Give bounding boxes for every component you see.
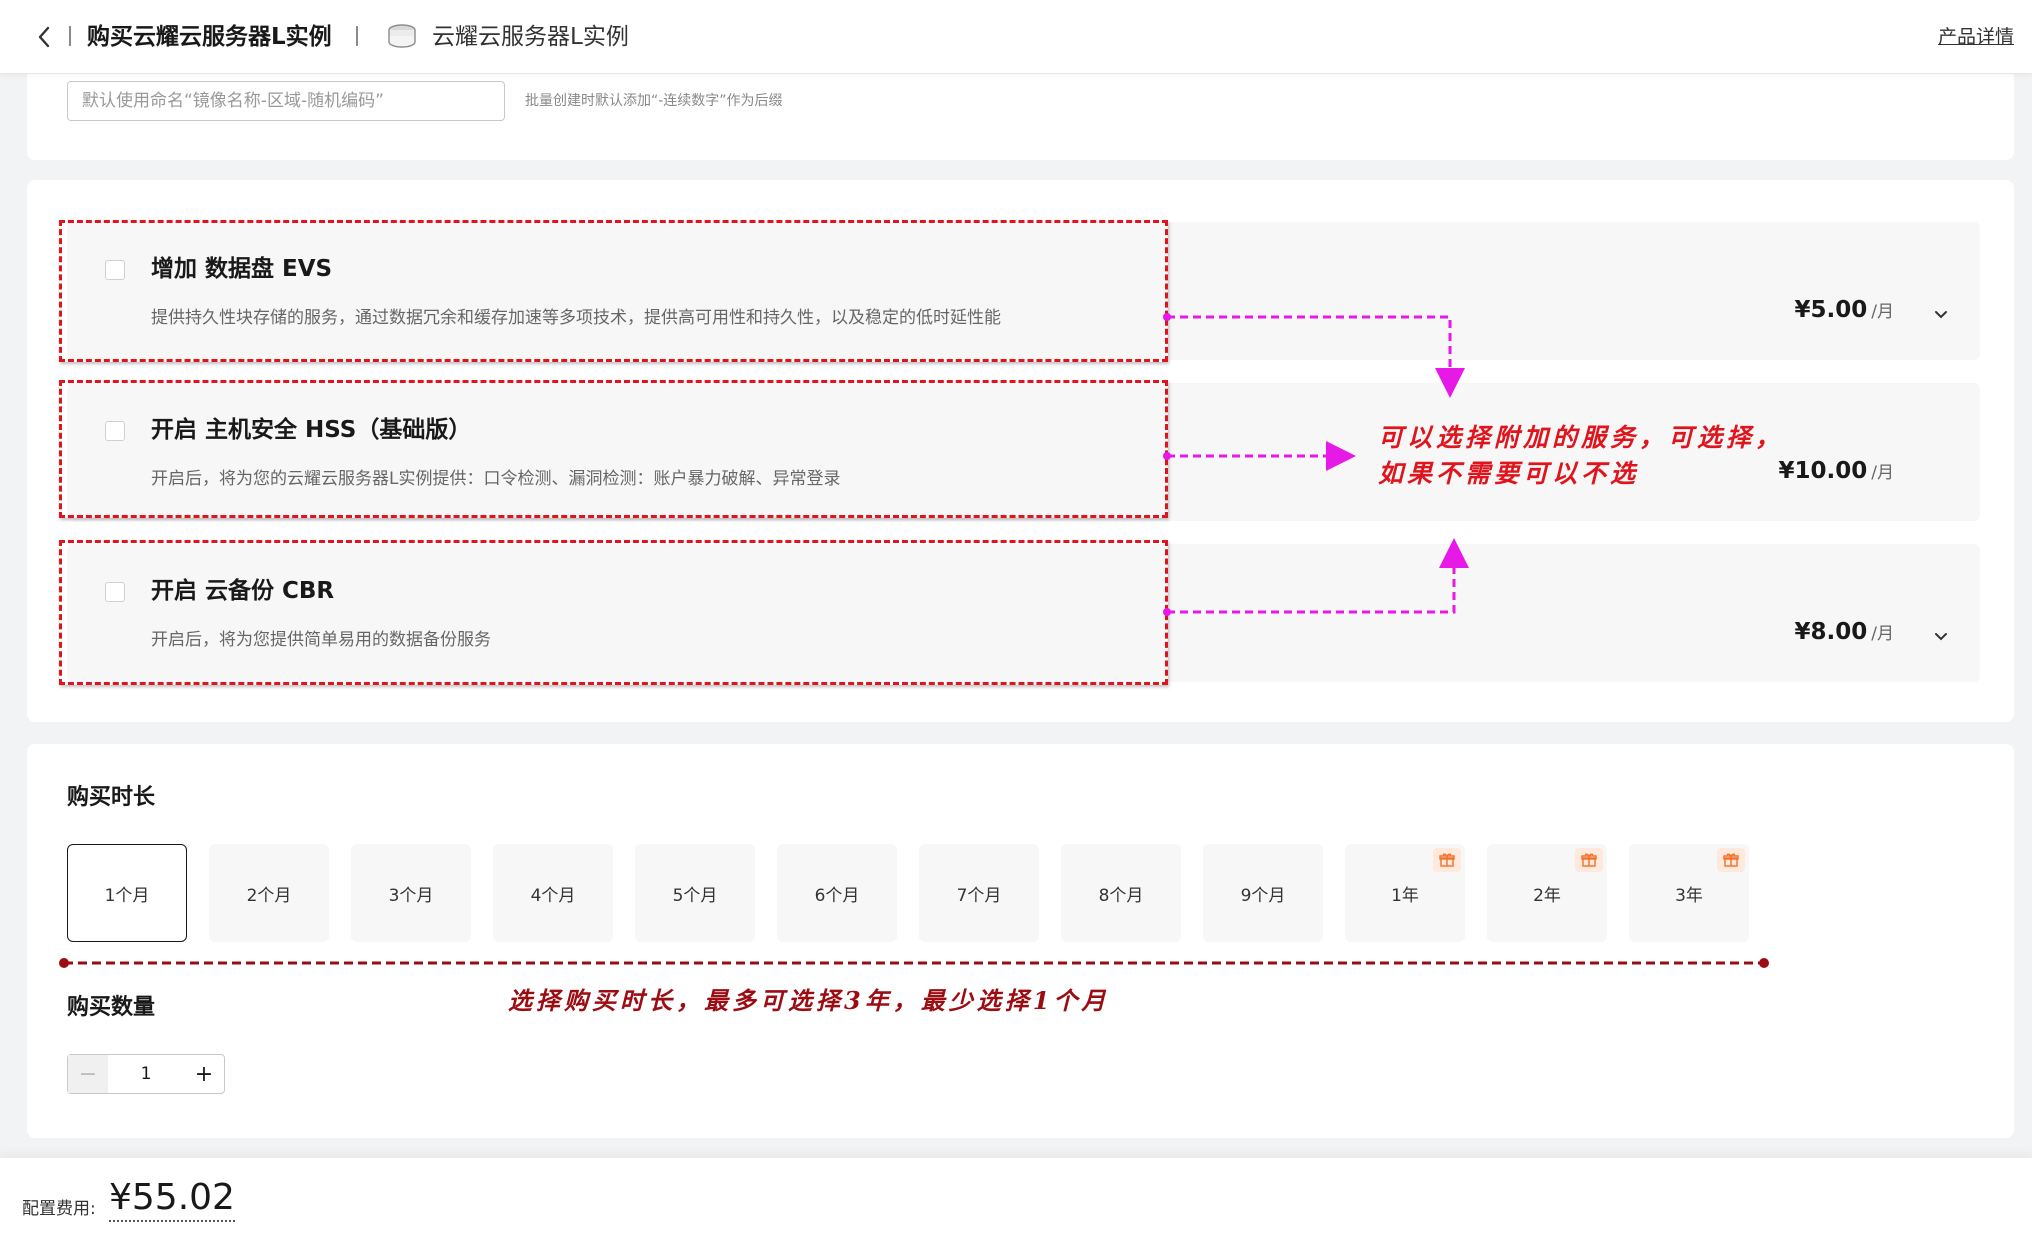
- decrement-button[interactable]: −: [68, 1055, 108, 1093]
- duration-option-label: 2年: [1533, 885, 1561, 906]
- service-title: 开启 云备份 CBR: [151, 578, 335, 604]
- chevron-left-icon[interactable]: [32, 24, 56, 50]
- duration-option-3y[interactable]: 3年: [1629, 844, 1749, 942]
- price-amount: ¥10.00: [1778, 458, 1868, 484]
- duration-option-label: 3年: [1675, 885, 1703, 906]
- duration-option-label: 1年: [1391, 885, 1419, 906]
- instance-name-input[interactable]: [67, 81, 505, 121]
- gift-icon: [1433, 848, 1461, 872]
- server-stack-icon: [386, 22, 418, 50]
- product-detail-link[interactable]: 产品详情: [1937, 26, 2014, 48]
- service-description: 开启后，将为您的云耀云服务器L实例提供：口令检测、漏洞检测：账户暴力破解、异常登…: [151, 469, 841, 489]
- chevron-down-icon[interactable]: [1932, 306, 1950, 324]
- price-unit: /月: [1871, 624, 1894, 644]
- purchase-duration-card: 购买时长 1个月 2个月 3个月 4个月 5个月 6个月 7个月 8个月 9个月…: [27, 744, 2014, 1138]
- duration-option-label: 2个月: [246, 885, 292, 906]
- service-row-evs: 增加 数据盘 EVS 提供持久性块存储的服务，通过数据冗余和缓存加速等多项技术，…: [67, 222, 1980, 360]
- divider: [69, 26, 71, 46]
- duration-option-9m[interactable]: 9个月: [1203, 844, 1323, 942]
- duration-option-label: 4个月: [530, 885, 576, 906]
- duration-option-label: 6个月: [814, 885, 860, 906]
- quantity-label: 购买数量: [67, 995, 156, 1020]
- service-checkbox-cbr[interactable]: [105, 582, 125, 602]
- quantity-value[interactable]: 1: [140, 1064, 152, 1084]
- fee-value[interactable]: ¥55.02: [109, 1176, 235, 1222]
- duration-option-label: 8个月: [1098, 885, 1144, 906]
- duration-option-label: 5个月: [672, 885, 718, 906]
- divider: [356, 26, 358, 46]
- service-price: ¥8.00 /月: [1795, 619, 1895, 645]
- duration-option-4m[interactable]: 4个月: [493, 844, 613, 942]
- duration-option-6m[interactable]: 6个月: [777, 844, 897, 942]
- service-price: ¥10.00 /月: [1779, 458, 1895, 484]
- chevron-down-icon[interactable]: [1932, 628, 1950, 646]
- gift-icon: [1717, 848, 1745, 872]
- service-title: 开启 主机安全 HSS（基础版）: [151, 417, 472, 443]
- fee-label: 配置费用:: [22, 1199, 96, 1219]
- service-checkbox-hss[interactable]: [105, 421, 125, 441]
- service-price: ¥5.00 /月: [1795, 297, 1895, 323]
- duration-option-5m[interactable]: 5个月: [635, 844, 755, 942]
- duration-option-label: 7个月: [956, 885, 1002, 906]
- service-description: 提供持久性块存储的服务，通过数据冗余和缓存加速等多项技术，提供高可用性和持久性，…: [151, 308, 1001, 328]
- duration-option-2m[interactable]: 2个月: [209, 844, 329, 942]
- service-title: 增加 数据盘 EVS: [151, 256, 333, 282]
- duration-option-1y[interactable]: 1年: [1345, 844, 1465, 942]
- duration-option-label: 1个月: [104, 885, 150, 906]
- service-row-hss: 开启 主机安全 HSS（基础版） 开启后，将为您的云耀云服务器L实例提供：口令检…: [67, 383, 1980, 521]
- duration-option-label: 9个月: [1240, 885, 1286, 906]
- addon-services-card: 增加 数据盘 EVS 提供持久性块存储的服务，通过数据冗余和缓存加速等多项技术，…: [27, 180, 2014, 722]
- duration-option-2y[interactable]: 2年: [1487, 844, 1607, 942]
- price-amount: ¥8.00: [1794, 619, 1868, 645]
- instance-name-hint: 批量创建时默认添加“-连续数字”作为后缀: [525, 93, 783, 109]
- bottom-price-bar: 配置费用: ¥55.02: [0, 1158, 2032, 1247]
- gift-icon: [1575, 848, 1603, 872]
- top-bar: 购买云耀云服务器L实例 云耀云服务器L实例 产品详情: [0, 0, 2032, 74]
- product-name: 云耀云服务器L实例: [432, 24, 629, 50]
- increment-button[interactable]: +: [194, 1061, 214, 1087]
- duration-option-3m[interactable]: 3个月: [351, 844, 471, 942]
- duration-option-1m[interactable]: 1个月: [67, 844, 187, 942]
- instance-name-card: 批量创建时默认添加“-连续数字”作为后缀: [27, 74, 2014, 160]
- duration-option-label: 3个月: [388, 885, 434, 906]
- duration-label: 购买时长: [67, 785, 156, 810]
- price-unit: /月: [1871, 302, 1894, 322]
- service-description: 开启后，将为您提供简单易用的数据备份服务: [151, 630, 491, 650]
- duration-option-7m[interactable]: 7个月: [919, 844, 1039, 942]
- annotation-text: 如果不需要可以不选: [1378, 459, 1640, 488]
- quantity-stepper: − 1 +: [67, 1054, 225, 1094]
- duration-option-8m[interactable]: 8个月: [1061, 844, 1181, 942]
- annotation-text: 可以选择附加的服务，可选择，: [1378, 423, 1785, 452]
- price-amount: ¥5.00: [1794, 297, 1868, 323]
- service-checkbox-evs[interactable]: [105, 260, 125, 280]
- annotation-text: 选择购买时长，最多可选择3年，最少选择1个月: [508, 986, 1110, 1015]
- page-title: 购买云耀云服务器L实例: [87, 24, 332, 50]
- service-row-cbr: 开启 云备份 CBR 开启后，将为您提供简单易用的数据备份服务 ¥8.00 /月: [67, 544, 1980, 682]
- price-unit: /月: [1871, 463, 1894, 483]
- duration-options: 1个月 2个月 3个月 4个月 5个月 6个月 7个月 8个月 9个月 1年 2…: [67, 844, 1749, 942]
